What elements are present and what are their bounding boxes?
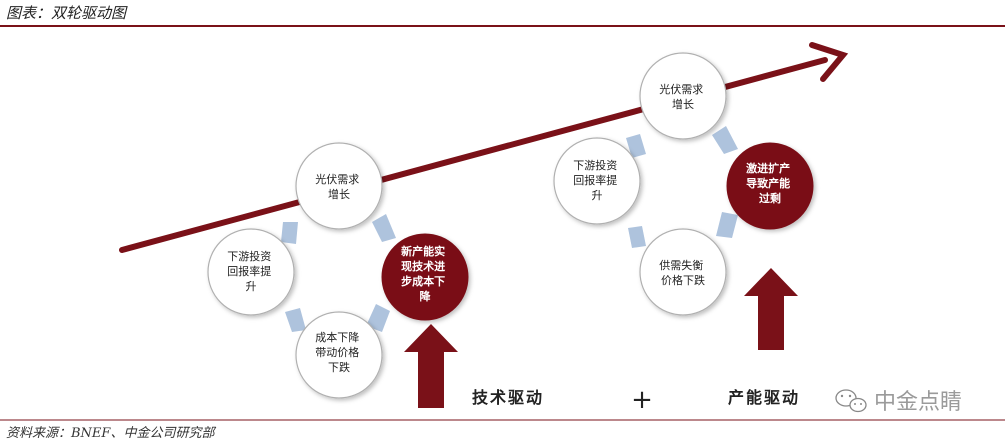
svg-text:新产能实 现技术进 步成本下: 新产能实 现技术进 步成本下 降 (401, 244, 449, 303)
node-text: 光伏需求 (315, 172, 359, 186)
node-text: 回报率提 (227, 264, 271, 278)
cycle-arrow-bottom-left (628, 226, 646, 248)
node-text: 现技术进 (401, 259, 445, 273)
cycle-arrow-top-left (281, 222, 298, 244)
node-supply-demand-imbalance (639, 228, 727, 316)
node-text: 新产能实 (401, 244, 445, 258)
node-aggressive-expansion (726, 142, 814, 230)
node-text: 供需失衡 (659, 258, 703, 272)
node-cost-decline (295, 311, 383, 399)
growth-trend-arrowhead (809, 42, 849, 82)
cycle-arrow-top-right (372, 214, 396, 242)
node-text: 价格下跌 (661, 273, 705, 287)
node-text: 升 (246, 280, 257, 293)
svg-text:成本下降 带动价格 下跌: 成本下降 带动价格 下跌 (315, 330, 363, 374)
cycle-arrow-bottom-right (366, 304, 390, 332)
node-text: 过剩 (759, 191, 781, 205)
cycle-arrow-top-left (626, 134, 646, 158)
right-cycle: 光伏需求 增长 激进扩产 导致产能 过剩 供需失衡 价格下跌 下游投资 回报率提… (553, 52, 814, 407)
capacity-driver-up-arrow (744, 268, 798, 350)
wechat-icon (835, 389, 867, 413)
node-text: 成本下降 (315, 330, 359, 344)
node-demand-growth (639, 52, 727, 140)
node-text: 下游投资 (227, 249, 271, 263)
left-cycle: 光伏需求 增长 新产能实 现技术进 步成本下 降 成本下降 带动价格 下跌 下游… (207, 142, 544, 408)
node-text: 降 (420, 289, 432, 303)
svg-text:下游投资 回报率提 升: 下游投资 回报率提 升 (227, 249, 275, 293)
cycle-arrow-bottom-right (716, 212, 738, 238)
svg-text:供需失衡 价格下跌: 供需失衡 价格下跌 (659, 258, 707, 287)
cycle-arrow-bottom-left (285, 308, 306, 332)
node-text: 下游投资 (573, 158, 617, 172)
capacity-driver-label: 产能驱动 (728, 388, 800, 407)
node-text: 激进扩产 (746, 161, 790, 175)
node-text: 光伏需求 (659, 82, 703, 96)
tech-driver-up-arrow (404, 324, 458, 408)
node-text: 步成本下 (401, 274, 445, 288)
svg-text:光伏需求 增长: 光伏需求 增长 (315, 172, 363, 201)
node-text: 带动价格 (315, 345, 359, 359)
svg-text:激进扩产 导致产能 过剩: 激进扩产 导致产能 过剩 (746, 161, 794, 205)
watermark: 中金点睛 (835, 389, 962, 415)
node-text: 下跌 (328, 360, 350, 374)
node-text: 增长 (328, 187, 350, 201)
svg-text:光伏需求 增长: 光伏需求 增长 (659, 82, 707, 111)
node-text: 升 (592, 189, 603, 202)
plus-sign: + (631, 385, 653, 415)
node-downstream-return (207, 228, 295, 316)
node-text: 回报率提 (573, 173, 617, 187)
node-demand-growth (295, 142, 383, 230)
node-downstream-return (553, 137, 641, 225)
cycle-arrow-top-right (712, 126, 738, 154)
node-text: 导致产能 (746, 176, 790, 190)
node-text: 增长 (672, 97, 694, 111)
tech-driver-label: 技术驱动 (472, 388, 544, 407)
source-note: 资料来源：BNEF、中金公司研究部 (6, 425, 216, 441)
figure-title: 图表：双轮驱动图 (6, 4, 128, 22)
svg-text:下游投资 回报率提 升: 下游投资 回报率提 升 (573, 158, 621, 202)
watermark-text: 中金点睛 (874, 390, 962, 415)
node-new-capacity (381, 233, 469, 321)
